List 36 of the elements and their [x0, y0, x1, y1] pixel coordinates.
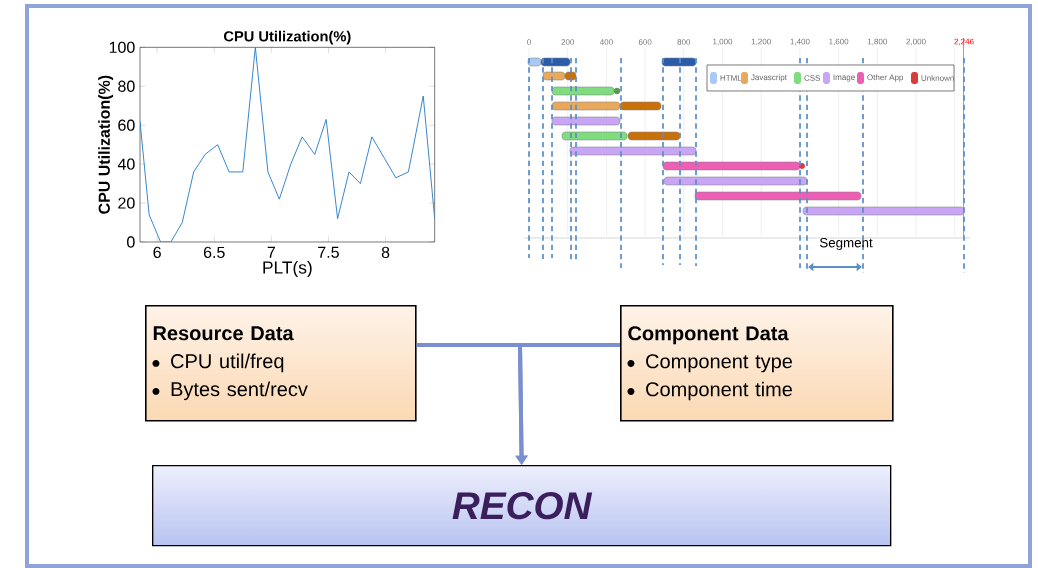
data-box: Component Data Component type Component time: [620, 305, 894, 422]
tick-label: 1,000: [713, 38, 733, 46]
tick-label: 1,200: [751, 38, 771, 46]
tick-label: 600: [638, 39, 652, 45]
y-tick-label: 0: [127, 236, 135, 248]
axis-title: PLT(s): [263, 260, 312, 278]
recon-box: RECON: [152, 465, 892, 547]
tick-label: 200: [561, 39, 575, 45]
tick-label: 1,600: [829, 38, 849, 46]
legend-label: Javascript: [751, 74, 787, 82]
tick-label: 400: [599, 39, 613, 45]
x-tick-label: 7.5: [318, 246, 339, 258]
data-box: Resource Data CPU util/freq Bytes sent/recv: [145, 305, 417, 422]
y-tick-label: 60: [118, 119, 135, 131]
tick-label: 1,800: [867, 38, 887, 46]
tick-label: 800: [677, 39, 691, 45]
tick-label: 2,246: [954, 38, 974, 46]
y-tick-label: 100: [109, 41, 135, 53]
line-series: [140, 47, 435, 242]
legend-label: Other App: [867, 74, 904, 82]
y-tick-label: 80: [118, 80, 135, 92]
legend-label: HTML: [720, 75, 742, 81]
tick-label: 0: [527, 39, 531, 45]
y-tick-label: 20: [118, 197, 135, 209]
segment-label: Segment: [819, 237, 873, 251]
axis-title: CPU Utilization(%): [98, 75, 114, 214]
x-tick-label: 6: [153, 246, 161, 259]
x-tick-label: 6.5: [203, 246, 225, 259]
x-tick-label: 7: [267, 246, 275, 258]
tick-label: 2,000: [906, 38, 926, 46]
legend-label: Unknown: [921, 75, 954, 81]
legend-label: Image: [833, 74, 855, 82]
y-tick-label: 40: [117, 158, 135, 170]
x-tick-label: 8: [381, 246, 390, 259]
legend-label: CSS: [804, 75, 821, 81]
tick-label: 1,400: [790, 38, 810, 46]
